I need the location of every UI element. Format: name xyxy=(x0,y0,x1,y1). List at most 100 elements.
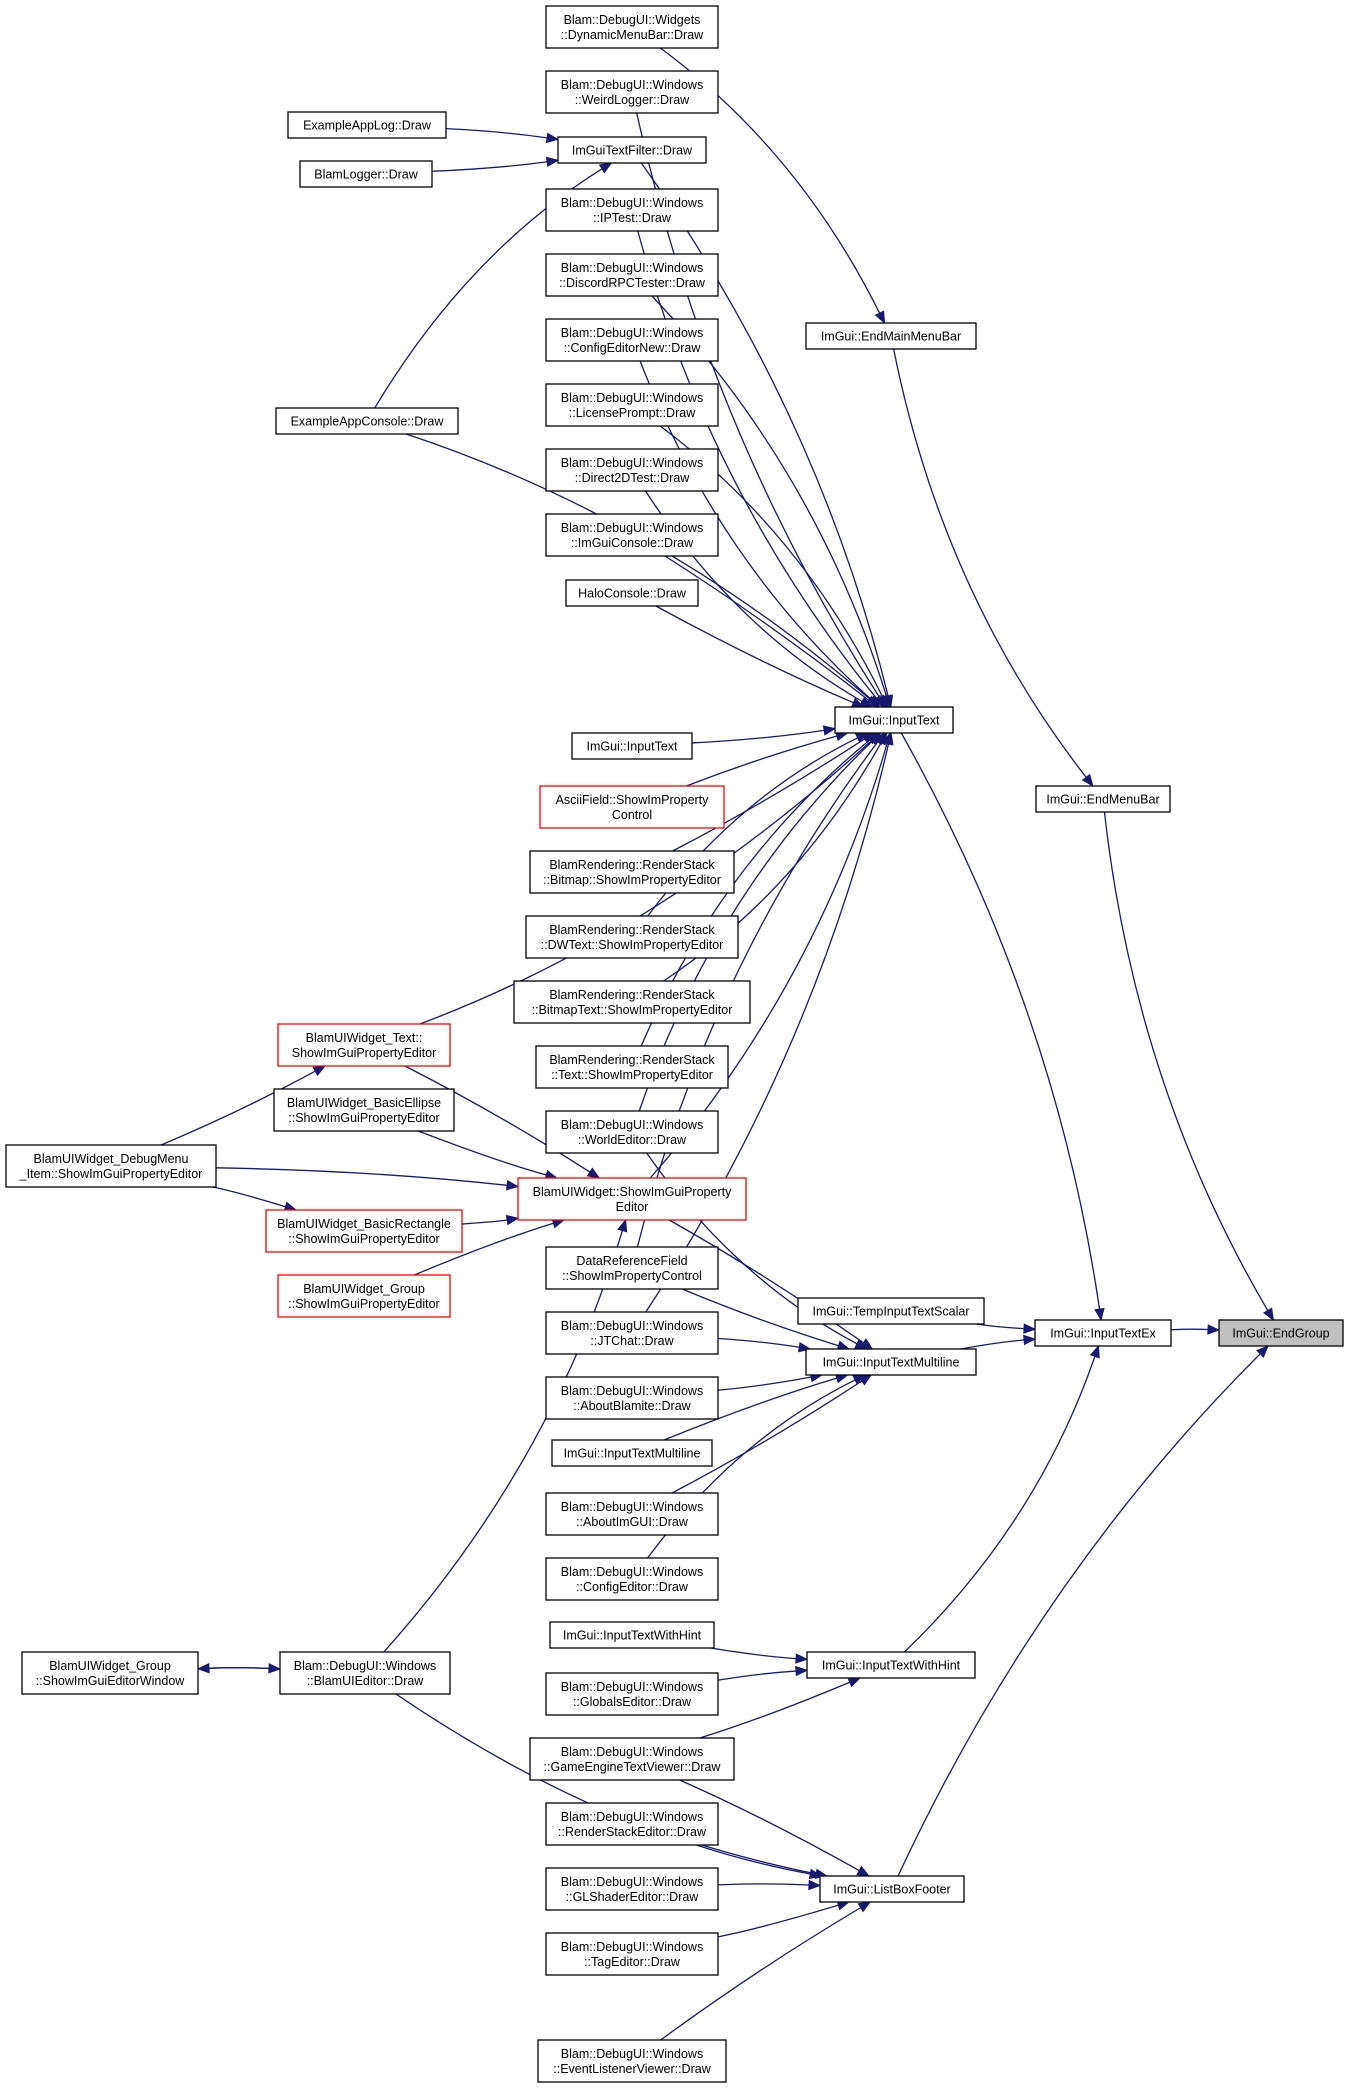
node-appconsole[interactable]: ExampleAppConsole::Draw xyxy=(275,407,459,435)
node-dynamicmenubar[interactable]: Blam::DebugUI::Widgets::DynamicMenuBar::… xyxy=(545,5,719,49)
node-box xyxy=(805,1348,977,1376)
node-glshader[interactable]: Blam::DebugUI::Windows::GLShaderEditor::… xyxy=(545,1867,719,1911)
node-eventlistener[interactable]: Blam::DebugUI::Windows::EventListenerVie… xyxy=(537,2039,727,2083)
node-rsbitmap[interactable]: BlamRendering::RenderStack::Bitmap::Show… xyxy=(529,850,735,894)
edge-widgetprop-to-inputtextmultiline xyxy=(668,1219,874,1350)
edge-line xyxy=(404,1065,591,1173)
node-widgettext[interactable]: BlamUIWidget_Text::ShowImGuiPropertyEdit… xyxy=(277,1023,451,1067)
edge-endmainmenubar-to-endmenubar xyxy=(892,348,1094,788)
node-label: BlamRendering::RenderStack xyxy=(549,858,715,872)
node-confignew[interactable]: Blam::DebugUI::Windows::ConfigEditorNew:… xyxy=(545,318,719,362)
node-asciifield[interactable]: AsciiField::ShowImPropertyControl xyxy=(539,785,725,829)
node-label: Blam::DebugUI::Windows xyxy=(561,261,703,275)
node-tageditor[interactable]: Blam::DebugUI::Windows::TagEditor::Draw xyxy=(545,1932,719,1976)
node-inputtext[interactable]: ImGui::InputText xyxy=(834,706,954,734)
node-inputtextwithhint[interactable]: ImGui::InputTextWithHint xyxy=(806,1651,976,1679)
node-box xyxy=(834,706,954,734)
edge-arrowhead xyxy=(1081,773,1094,788)
edge-widgetgroup-to-widgetprop xyxy=(414,1218,566,1276)
node-renderstackeditor[interactable]: Blam::DebugUI::Windows::RenderStackEdito… xyxy=(545,1802,719,1846)
edge-arrowhead xyxy=(1262,1307,1275,1322)
node-label: Blam::DebugUI::Windows xyxy=(561,1500,703,1514)
node-box xyxy=(545,1672,719,1716)
edge-line xyxy=(904,1356,1096,1653)
edge-arrowhead xyxy=(795,1653,809,1664)
node-basicellipse[interactable]: BlamUIWidget_BasicEllipse::ShowImGuiProp… xyxy=(273,1088,455,1132)
node-blamuieditor[interactable]: Blam::DebugUI::Windows::BlamUIEditor::Dr… xyxy=(279,1651,451,1695)
node-datareffield[interactable]: DataReferenceField::ShowImPropertyContro… xyxy=(545,1246,719,1290)
edge-line xyxy=(960,1339,1025,1350)
node-label: ImGui::EndGroup xyxy=(1232,1327,1329,1341)
node-basicrect[interactable]: BlamUIWidget_BasicRectangle::ShowImGuiPr… xyxy=(265,1209,463,1253)
node-debugmenu[interactable]: BlamUIWidget_DebugMenu_Item::ShowImGuiPr… xyxy=(5,1144,217,1188)
node-box xyxy=(545,1932,719,1976)
node-applog[interactable]: ExampleAppLog::Draw xyxy=(287,111,447,139)
node-label: Control xyxy=(612,808,652,822)
node-label: ShowImGuiPropertyEditor xyxy=(292,1046,437,1060)
node-haloconsole[interactable]: HaloConsole::Draw xyxy=(565,579,699,607)
node-inputtext2[interactable]: ImGui::InputText xyxy=(571,732,693,760)
edge-inputtext2-to-inputtext xyxy=(691,725,837,744)
node-widgetgroup[interactable]: BlamUIWidget_Group::ShowImGuiPropertyEdi… xyxy=(277,1274,451,1318)
node-endmenubar[interactable]: ImGui::EndMenuBar xyxy=(1035,785,1171,813)
node-label: BlamUIWidget::ShowImGuiProperty xyxy=(533,1185,732,1199)
edge-inputtext-to-inputtextex xyxy=(900,732,1105,1322)
node-textfilter[interactable]: ImGuiTextFilter::Draw xyxy=(557,136,707,164)
edge-line xyxy=(686,735,838,787)
node-label: ImGui::InputTextWithHint xyxy=(563,1629,702,1643)
node-globalseditor[interactable]: Blam::DebugUI::Windows::GlobalsEditor::D… xyxy=(545,1672,719,1716)
node-label: ImGui::TempInputTextScalar xyxy=(812,1305,969,1319)
node-endgroup[interactable]: ImGui::EndGroup xyxy=(1218,1319,1344,1347)
edge-line xyxy=(663,1377,838,1441)
node-label: ::GameEngineTextViewer::Draw xyxy=(544,1760,722,1774)
edge-arrowhead xyxy=(545,156,560,168)
node-rsdwtext[interactable]: BlamRendering::RenderStack::DWText::Show… xyxy=(525,915,739,959)
node-label: Blam::DebugUI::Windows xyxy=(561,1680,703,1694)
node-rsbitmaptext[interactable]: BlamRendering::RenderStack::BitmapText::… xyxy=(513,980,751,1024)
node-inputtextmultiline2[interactable]: ImGui::InputTextMultiline xyxy=(551,1439,713,1467)
node-endmainmenubar[interactable]: ImGui::EndMainMenuBar xyxy=(805,322,977,350)
node-box xyxy=(535,1045,729,1089)
node-label: Blam::DebugUI::Windows xyxy=(561,1118,703,1132)
node-inputtextex[interactable]: ImGui::InputTextEx xyxy=(1034,1319,1172,1347)
node-box xyxy=(545,318,719,362)
node-box xyxy=(299,160,433,188)
node-label: ::TagEditor::Draw xyxy=(584,1955,681,1969)
node-listboxfooter[interactable]: ImGui::ListBoxFooter xyxy=(819,1875,965,1903)
node-label: DataReferenceField xyxy=(576,1254,687,1268)
node-box xyxy=(545,513,719,557)
node-blamlogger[interactable]: BlamLogger::Draw xyxy=(299,160,433,188)
node-aboutblamite[interactable]: Blam::DebugUI::Windows::AboutBlamite::Dr… xyxy=(545,1376,719,1420)
node-box xyxy=(1035,785,1171,813)
node-label: ::RenderStackEditor::Draw xyxy=(558,1825,707,1839)
edge-line xyxy=(671,1380,863,1494)
node-rstext[interactable]: BlamRendering::RenderStack::Text::ShowIm… xyxy=(535,1045,729,1089)
edge-line xyxy=(1103,811,1269,1311)
node-label: BlamUIWidget_Text:: xyxy=(306,1031,423,1045)
node-discord[interactable]: Blam::DebugUI::Windows::DiscordRPCTester… xyxy=(545,253,719,297)
node-configeditor[interactable]: Blam::DebugUI::Windows::ConfigEditor::Dr… xyxy=(545,1557,719,1601)
node-box xyxy=(5,1144,217,1188)
edge-jtchat-to-inputtext xyxy=(645,731,894,1313)
node-inputtextwithhint2[interactable]: ImGui::InputTextWithHint xyxy=(549,1621,715,1649)
node-d2dtest[interactable]: Blam::DebugUI::Windows::Direct2DTest::Dr… xyxy=(545,448,719,492)
edge-line xyxy=(897,1353,1261,1877)
node-weirdlogger[interactable]: Blam::DebugUI::Windows::WeirdLogger::Dra… xyxy=(545,70,719,114)
node-worldeditor[interactable]: Blam::DebugUI::Windows::WorldEditor::Dra… xyxy=(545,1110,719,1154)
node-label: Blam::DebugUI::Windows xyxy=(561,2047,703,2061)
node-imguiconsole[interactable]: Blam::DebugUI::Windows::ImGuiConsole::Dr… xyxy=(545,513,719,557)
node-gameenginetext[interactable]: Blam::DebugUI::Windows::GameEngineTextVi… xyxy=(529,1737,735,1781)
edge-line xyxy=(655,605,854,704)
node-inputtextmultiline[interactable]: ImGui::InputTextMultiline xyxy=(805,1348,977,1376)
node-iptest[interactable]: Blam::DebugUI::Windows::IPTest::Draw xyxy=(545,188,719,232)
node-groupwindow[interactable]: BlamUIWidget_Group::ShowImGuiEditorWindo… xyxy=(21,1651,199,1695)
node-tempinputtextscalar[interactable]: ImGui::TempInputTextScalar xyxy=(797,1297,985,1325)
node-jtchat[interactable]: Blam::DebugUI::Windows::JTChat::Draw xyxy=(545,1311,719,1355)
node-widgetprop[interactable]: BlamUIWidget::ShowImGuiPropertyEditor xyxy=(517,1177,747,1221)
node-label: BlamUIWidget_BasicRectangle xyxy=(277,1217,451,1231)
edge-debugmenu-to-widgetprop xyxy=(215,1167,520,1191)
node-license[interactable]: Blam::DebugUI::Windows::LicensePrompt::D… xyxy=(545,383,719,427)
node-aboutimgui[interactable]: Blam::DebugUI::Windows::AboutImGUI::Draw xyxy=(545,1492,719,1536)
node-box xyxy=(273,1088,455,1132)
edge-arrowhead xyxy=(847,1677,862,1688)
